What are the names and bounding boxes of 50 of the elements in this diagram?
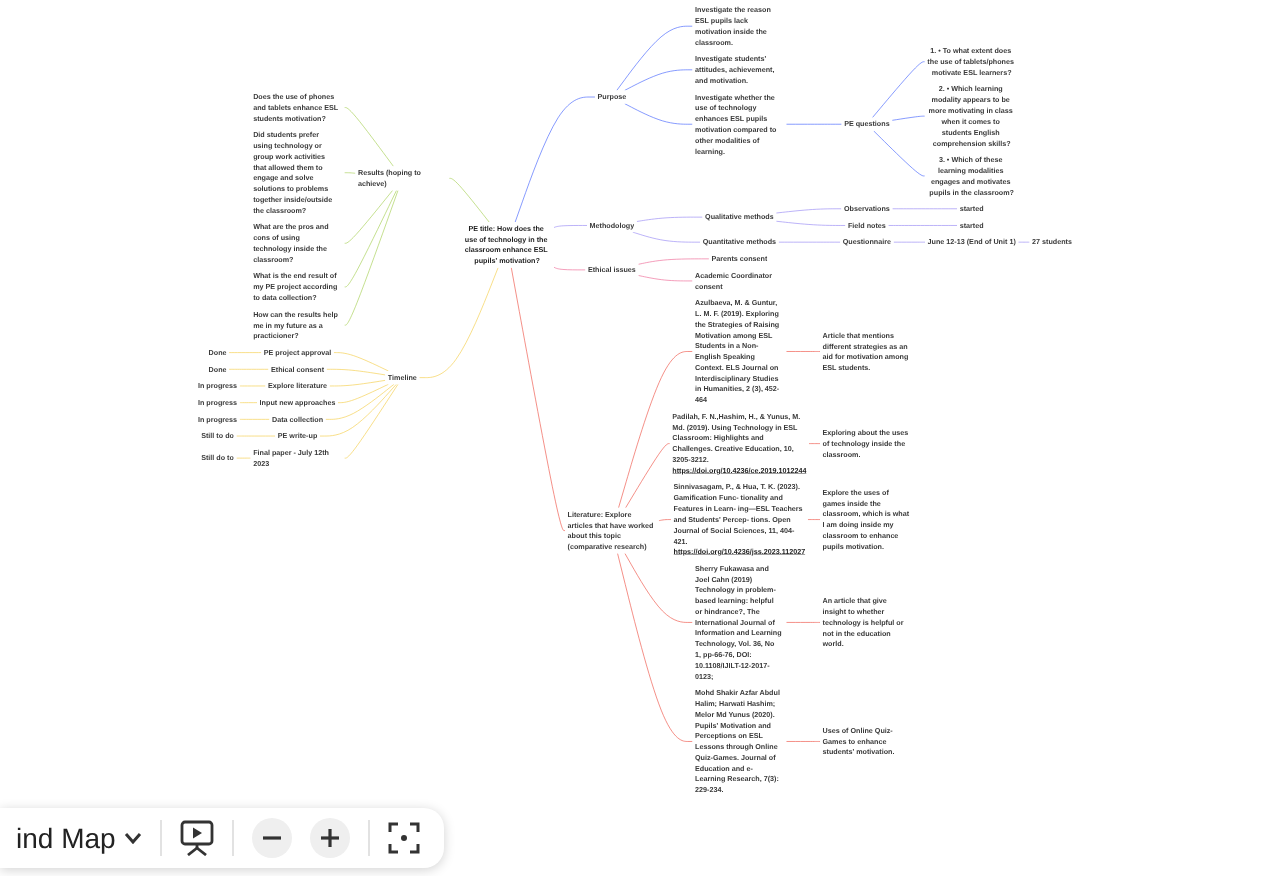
- connector: [344, 190, 399, 326]
- connector: [625, 443, 671, 509]
- connector: [510, 267, 566, 531]
- connector: [239, 402, 258, 403]
- connector: [775, 220, 846, 226]
- connector: [553, 266, 586, 271]
- connector: [624, 553, 693, 623]
- connector: [891, 115, 926, 121]
- connector: [319, 383, 397, 437]
- connector: [638, 258, 710, 265]
- connector: [329, 380, 386, 387]
- connector: [344, 172, 356, 174]
- connector: [632, 231, 701, 243]
- connector: [892, 208, 958, 210]
- connector: [618, 351, 693, 509]
- connector: [873, 130, 926, 177]
- connector: [808, 443, 821, 444]
- connector: [888, 225, 958, 226]
- connector: [807, 519, 821, 520]
- connector: [514, 96, 596, 223]
- connector: [616, 25, 693, 91]
- connector: [638, 275, 693, 282]
- connector: [228, 352, 262, 353]
- connector: [326, 368, 386, 376]
- connector: [775, 208, 842, 214]
- connector: [1017, 241, 1030, 243]
- connector: [228, 368, 269, 370]
- connector: [893, 241, 926, 243]
- view-mode-dropdown: ind Map: [16, 822, 142, 854]
- connector: [658, 519, 672, 522]
- connector: [785, 622, 821, 623]
- connector: [325, 383, 395, 420]
- connector: [344, 107, 394, 167]
- connector: [778, 241, 841, 243]
- connector: [337, 383, 389, 403]
- connector: [624, 103, 693, 125]
- connector: [344, 190, 397, 288]
- connector: [636, 216, 703, 222]
- connector: [785, 351, 821, 352]
- connector: [419, 267, 499, 378]
- connector: [333, 352, 389, 372]
- connector: [344, 383, 399, 459]
- connector: [624, 69, 693, 91]
- connector: [448, 178, 490, 223]
- connector: [239, 419, 270, 420]
- connector: [785, 741, 821, 742]
- connector: [553, 225, 588, 228]
- connector: [344, 190, 393, 244]
- connector: [617, 553, 693, 742]
- connector: [872, 61, 926, 118]
